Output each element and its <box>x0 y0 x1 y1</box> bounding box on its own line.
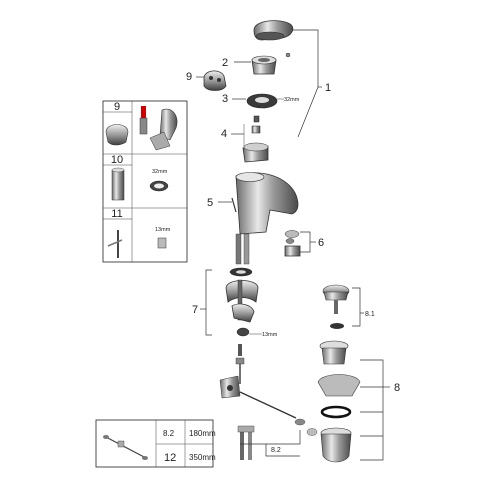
callout-8-2: 8.2 <box>271 447 281 454</box>
supply-hoses <box>235 233 250 265</box>
hose-length-table: 8.2 180mm 12 350mm <box>95 419 216 468</box>
hose-part-number: 12 <box>164 452 176 464</box>
tool-row-number: 11 <box>111 208 122 220</box>
set-screw <box>285 52 291 58</box>
bracket-8 <box>360 359 384 461</box>
tool-row-number: 9 <box>114 101 120 113</box>
nut-size-label: 32mm <box>284 97 300 103</box>
hose-part-number: 8.2 <box>163 429 175 438</box>
callout-6: 6 <box>318 237 324 249</box>
callout-3: 3 <box>222 93 228 105</box>
drain-assembly <box>317 284 361 463</box>
popup-rod <box>219 344 318 436</box>
bracket-6 <box>300 231 311 253</box>
tool-size-label: 32mm <box>152 169 168 175</box>
callout-7: 7 <box>192 304 198 316</box>
tool-size-label: 13mm <box>155 227 171 233</box>
cartridge <box>242 115 269 163</box>
aerator <box>284 230 301 257</box>
lever-handle <box>253 20 294 41</box>
hose-length: 180mm <box>189 429 216 438</box>
callout-8: 8 <box>394 382 400 394</box>
retaining-nut <box>246 93 278 109</box>
hose-length: 350mm <box>189 453 216 462</box>
handle-insert <box>203 70 227 91</box>
cover-cap <box>251 55 277 75</box>
callout-2: 2 <box>222 57 228 69</box>
bracket-1 <box>292 29 319 138</box>
mounting-set <box>225 267 259 337</box>
tool-box: 9 10 11 32mm 13mm <box>102 100 188 263</box>
nut-13-label: 13mm <box>262 332 278 338</box>
tool-row-number: 10 <box>111 154 123 166</box>
callout-5: 5 <box>207 197 213 209</box>
bracket-7 <box>205 269 212 336</box>
callout-8-1: 8.1 <box>365 311 375 318</box>
callout-4: 4 <box>221 128 227 140</box>
faucet-body <box>231 172 299 235</box>
callout-1: 1 <box>325 82 331 94</box>
callout-9: 9 <box>186 71 192 83</box>
supply-hose-8-2 <box>237 425 255 460</box>
